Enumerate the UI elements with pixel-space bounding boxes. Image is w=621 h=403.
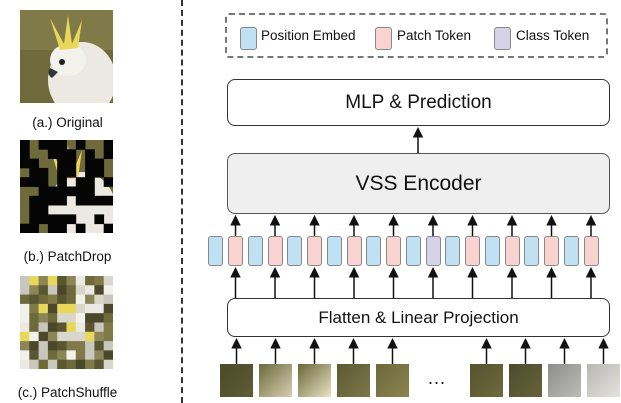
patchdrop-image [20,140,113,233]
legend-swatch-position [240,27,257,50]
image-patch [337,364,370,397]
image-patch [220,364,253,397]
patch-token [583,236,599,266]
patch-token [386,236,401,266]
image-patch [470,364,503,397]
image-patch [587,364,620,397]
image-patch [548,364,581,397]
caption-patchdrop: (b.) PatchDrop [23,249,112,264]
position-embed-token [405,236,421,266]
class-token [425,236,441,266]
patch-token [228,236,243,266]
patchshuffle-image [20,276,113,369]
patch-token [307,236,322,266]
position-embed-token [366,236,381,266]
patch-ellipsis: ... [428,368,447,388]
position-embed-token [484,236,500,266]
legend: Position Embed Patch Token Class Token [225,13,608,58]
legend-label-class: Class Token [516,28,590,43]
patch-token [504,236,520,266]
patch-token [465,236,480,266]
position-embed-token [524,236,539,266]
position-embed-token [208,236,223,266]
legend-label-position: Position Embed [261,28,356,43]
mlp-prediction-label: MLP & Prediction [345,91,492,113]
legend-swatch-patch [375,27,392,50]
image-patch [298,364,331,397]
original-image [20,10,113,103]
position-embed-token [287,236,302,266]
caption-original: (a.) Original [32,115,103,130]
flatten-projection-label: Flatten & Linear Projection [318,307,519,327]
vss-encoder-box: VSS Encoder [227,153,610,214]
patch-token [346,236,362,266]
image-patch [509,364,542,397]
position-embed-token [247,236,263,266]
caption-patchshuffle: (c.) PatchShuffle [17,385,118,400]
flatten-projection-box: Flatten & Linear Projection [227,298,610,337]
panel-divider [181,0,183,403]
vss-encoder-label: VSS Encoder [355,171,482,195]
mlp-prediction-box: MLP & Prediction [227,79,610,126]
position-embed-token [445,236,460,266]
position-embed-token [563,236,579,266]
patch-token [544,236,559,266]
legend-label-patch: Patch Token [397,28,472,43]
legend-swatch-class [494,27,511,50]
position-embed-token [326,236,342,266]
patch-token [267,236,283,266]
image-patch [259,364,292,397]
image-patch [376,364,409,397]
